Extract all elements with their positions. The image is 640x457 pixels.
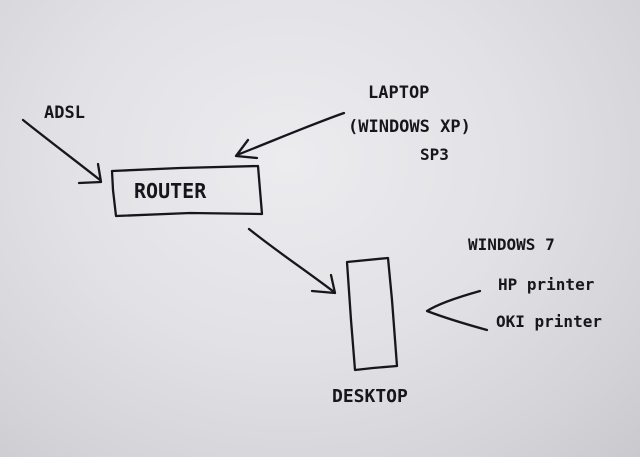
laptop-sp-label: SP3 [420,145,449,164]
desktop-notes-bracket [425,289,489,332]
oki-printer-note: OKI printer [496,312,602,331]
router-node: ROUTER [110,164,264,218]
desktop-os-note: WINDOWS 7 [468,235,555,254]
edge-router-to-desktop [247,227,337,295]
adsl-label: ADSL [44,103,85,123]
edge-adsl-to-router [21,118,103,185]
laptop-os-label: (WINDOWS XP) [348,117,471,137]
desktop-label: DESKTOP [332,386,408,407]
hp-printer-note: HP printer [498,275,594,294]
router-label: ROUTER [134,179,207,203]
edge-laptop-to-router [234,111,346,160]
desktop-node [345,256,399,372]
laptop-label: LAPTOP [368,83,429,103]
